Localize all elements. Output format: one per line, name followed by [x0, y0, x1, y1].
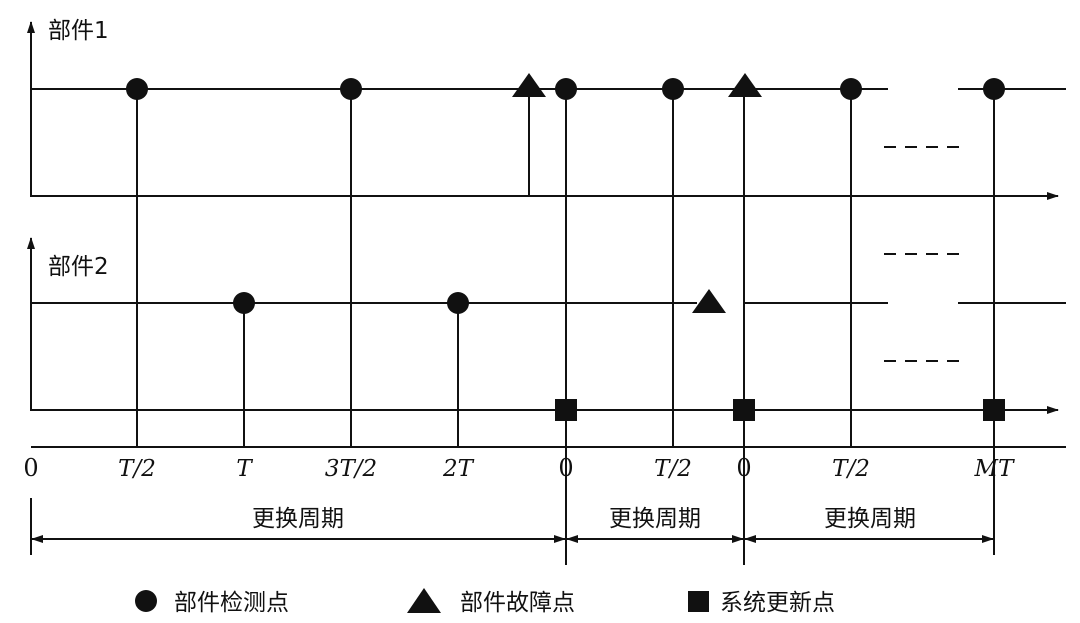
- comp2-detection-point: [447, 292, 469, 314]
- system-renewal-point: [555, 399, 577, 421]
- comp1-detection-point: [662, 78, 684, 100]
- comp2-fault-point: [692, 289, 726, 313]
- comp1-label: 部件1: [48, 18, 109, 44]
- tick-label: MT: [974, 456, 1016, 482]
- legend-circle-icon: [135, 590, 157, 612]
- tick-label: T/2: [832, 456, 870, 482]
- comp1-detection-point: [983, 78, 1005, 100]
- legend-label: 系统更新点: [720, 590, 835, 616]
- tick-label: T: [236, 456, 253, 482]
- period-label: 更换周期: [824, 506, 916, 532]
- comp1-detection-point: [340, 78, 362, 100]
- system-renewal-point: [983, 399, 1005, 421]
- comp1-detection-point: [555, 78, 577, 100]
- legend-label: 部件检测点: [174, 590, 289, 616]
- comp1-detection-point: [840, 78, 862, 100]
- comp1-fault-point: [512, 73, 546, 97]
- legend: 部件检测点 部件故障点 系统更新点: [135, 588, 835, 616]
- legend-square-icon: [688, 591, 709, 612]
- comp1-fault-point: [728, 73, 762, 97]
- period-label: 更换周期: [252, 506, 344, 532]
- period-label: 更换周期: [609, 506, 701, 532]
- legend-label: 部件故障点: [460, 590, 575, 616]
- tick-label: 3T/2: [325, 456, 377, 482]
- comp2-detection-point: [233, 292, 255, 314]
- tick-label: 2T: [442, 456, 475, 482]
- tick-label: T/2: [118, 456, 156, 482]
- tick-label: 0: [23, 454, 38, 482]
- tick-label: T/2: [654, 456, 692, 482]
- legend-triangle-icon: [407, 588, 441, 613]
- tick-label: 0: [736, 454, 751, 482]
- system-renewal-point: [733, 399, 755, 421]
- comp1-detection-point: [126, 78, 148, 100]
- comp2-label: 部件2: [48, 254, 109, 280]
- tick-label: 0: [558, 454, 573, 482]
